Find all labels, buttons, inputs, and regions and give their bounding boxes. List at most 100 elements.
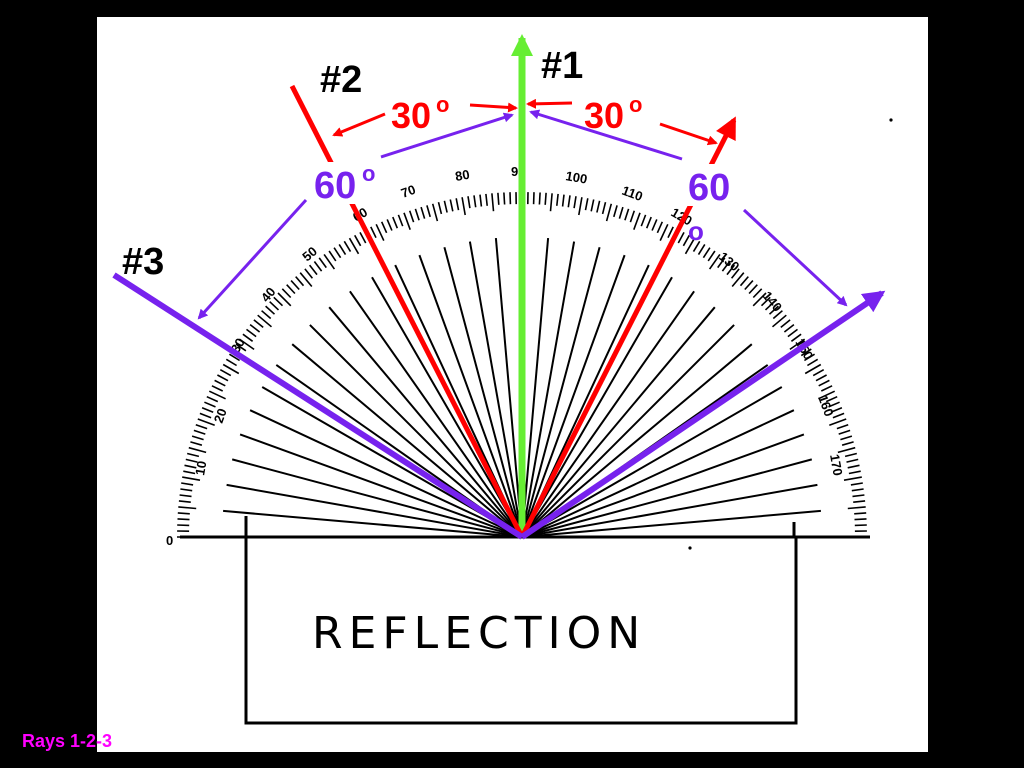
protractor-radial-line bbox=[223, 509, 523, 538]
angle-arrows bbox=[197, 98, 848, 320]
protractor-tick bbox=[375, 223, 385, 241]
protractor-radial-line bbox=[521, 343, 753, 538]
protractor-tick bbox=[313, 261, 323, 272]
protractor-tick bbox=[193, 429, 206, 435]
protractor-radial-line bbox=[231, 458, 523, 538]
protractor-tick bbox=[414, 208, 420, 221]
protractor-radial-line bbox=[521, 238, 550, 538]
stray-mark bbox=[889, 118, 893, 122]
protractor-tick bbox=[601, 202, 607, 215]
protractor-tick bbox=[187, 452, 200, 458]
protractor-tick bbox=[739, 276, 749, 287]
protractor-tick bbox=[567, 195, 571, 208]
protractor-tick bbox=[772, 310, 783, 320]
protractor-radial-line bbox=[521, 458, 813, 538]
protractor-tick bbox=[249, 323, 261, 333]
protractor-tick bbox=[645, 216, 652, 229]
protractor-tick bbox=[815, 374, 827, 382]
protractor-radial-line bbox=[226, 483, 523, 538]
protractor-tick bbox=[333, 247, 342, 259]
protractor-tick bbox=[790, 333, 802, 342]
protractor-tick bbox=[806, 358, 819, 367]
protractor-radial-line bbox=[521, 483, 818, 538]
protractor-tick bbox=[328, 250, 337, 262]
protractor-radial-line bbox=[418, 254, 523, 538]
protractor-tick bbox=[783, 323, 795, 333]
protractor-radial-line bbox=[328, 306, 523, 538]
protractor-tick bbox=[491, 193, 495, 212]
protractor-tick bbox=[629, 210, 636, 223]
protractor-tick bbox=[838, 429, 851, 435]
angle-label-purple-right: 60 o bbox=[686, 164, 742, 246]
protractor-tick bbox=[843, 476, 862, 481]
protractor-tick bbox=[846, 458, 859, 463]
protractor-tick bbox=[295, 276, 305, 287]
protractor-tick bbox=[744, 280, 754, 291]
protractor-tick bbox=[443, 200, 448, 213]
protractor-tick bbox=[730, 268, 740, 279]
protractor-tick bbox=[211, 385, 224, 392]
protractor-tick bbox=[177, 512, 190, 515]
protractor-tick bbox=[204, 401, 216, 408]
protractor-tick bbox=[633, 212, 641, 230]
protractor-tick bbox=[771, 314, 787, 328]
protractor-tick bbox=[651, 219, 658, 231]
angle-value-red-right: 30 bbox=[584, 95, 624, 136]
protractor-tick bbox=[449, 199, 454, 212]
protractor-tick bbox=[812, 369, 825, 377]
protractor-radial-line bbox=[349, 290, 523, 538]
protractor-tick bbox=[473, 195, 477, 208]
protractor-tick bbox=[392, 216, 399, 229]
protractor-tick bbox=[261, 310, 272, 320]
stray-mark bbox=[688, 546, 692, 550]
ray-2-label: #2 bbox=[320, 59, 362, 101]
protractor-radial-line bbox=[521, 246, 601, 538]
angle-value-purple-left: 60 bbox=[314, 165, 356, 207]
protractor-tick bbox=[837, 446, 856, 454]
protractor-radial-line bbox=[494, 238, 523, 538]
protractor-tick bbox=[692, 240, 701, 253]
degree-mark-purple-right: o bbox=[688, 216, 704, 246]
reflection-label: REFLECTION bbox=[312, 608, 646, 659]
protractor-tick bbox=[764, 301, 775, 311]
protractor-tick bbox=[847, 506, 866, 510]
protractor-tick bbox=[578, 197, 583, 216]
protractor-tick bbox=[731, 272, 745, 288]
degree-mark-red-right: o bbox=[629, 92, 642, 117]
protractor-tick bbox=[467, 196, 471, 209]
protractor-radial-line bbox=[521, 254, 626, 538]
protractor-tick bbox=[748, 284, 758, 295]
protractor-tick bbox=[199, 412, 212, 419]
protractor-radial-line bbox=[521, 386, 783, 538]
protractor-tick bbox=[852, 494, 865, 498]
protractor-radial-line bbox=[468, 241, 523, 538]
scale-label-110: 110 bbox=[620, 183, 645, 204]
protractor-tick bbox=[544, 192, 547, 205]
protractor-tick bbox=[702, 247, 711, 259]
protractor-radial-line bbox=[521, 409, 795, 538]
protractor-radial-line bbox=[371, 276, 523, 538]
protractor-tick bbox=[323, 253, 336, 270]
reflection-box: REFLECTION bbox=[244, 516, 798, 725]
protractor-tick bbox=[818, 390, 836, 400]
protractor-tick bbox=[549, 193, 553, 212]
protractor-tick bbox=[177, 518, 190, 521]
protractor-tick bbox=[803, 353, 816, 362]
purple-angle-arrow-right-a bbox=[529, 109, 683, 161]
angle-label-red-left: 30 o bbox=[391, 92, 449, 136]
protractor-tick bbox=[455, 198, 460, 211]
protractor-tick bbox=[420, 206, 426, 219]
protractor-tick bbox=[214, 379, 226, 387]
protractor-tick bbox=[717, 257, 726, 269]
protractor-tick bbox=[253, 319, 264, 329]
protractor-tick bbox=[461, 197, 466, 216]
ray-3-label: #3 bbox=[122, 241, 164, 283]
protractor-tick bbox=[277, 292, 292, 307]
protractor-tick bbox=[182, 476, 201, 481]
protractor-tick bbox=[431, 203, 439, 222]
protractor-tick bbox=[179, 494, 192, 498]
protractor-tick bbox=[225, 358, 238, 367]
protractor-tick bbox=[281, 288, 292, 299]
scale-label-20: 20 bbox=[211, 406, 230, 425]
